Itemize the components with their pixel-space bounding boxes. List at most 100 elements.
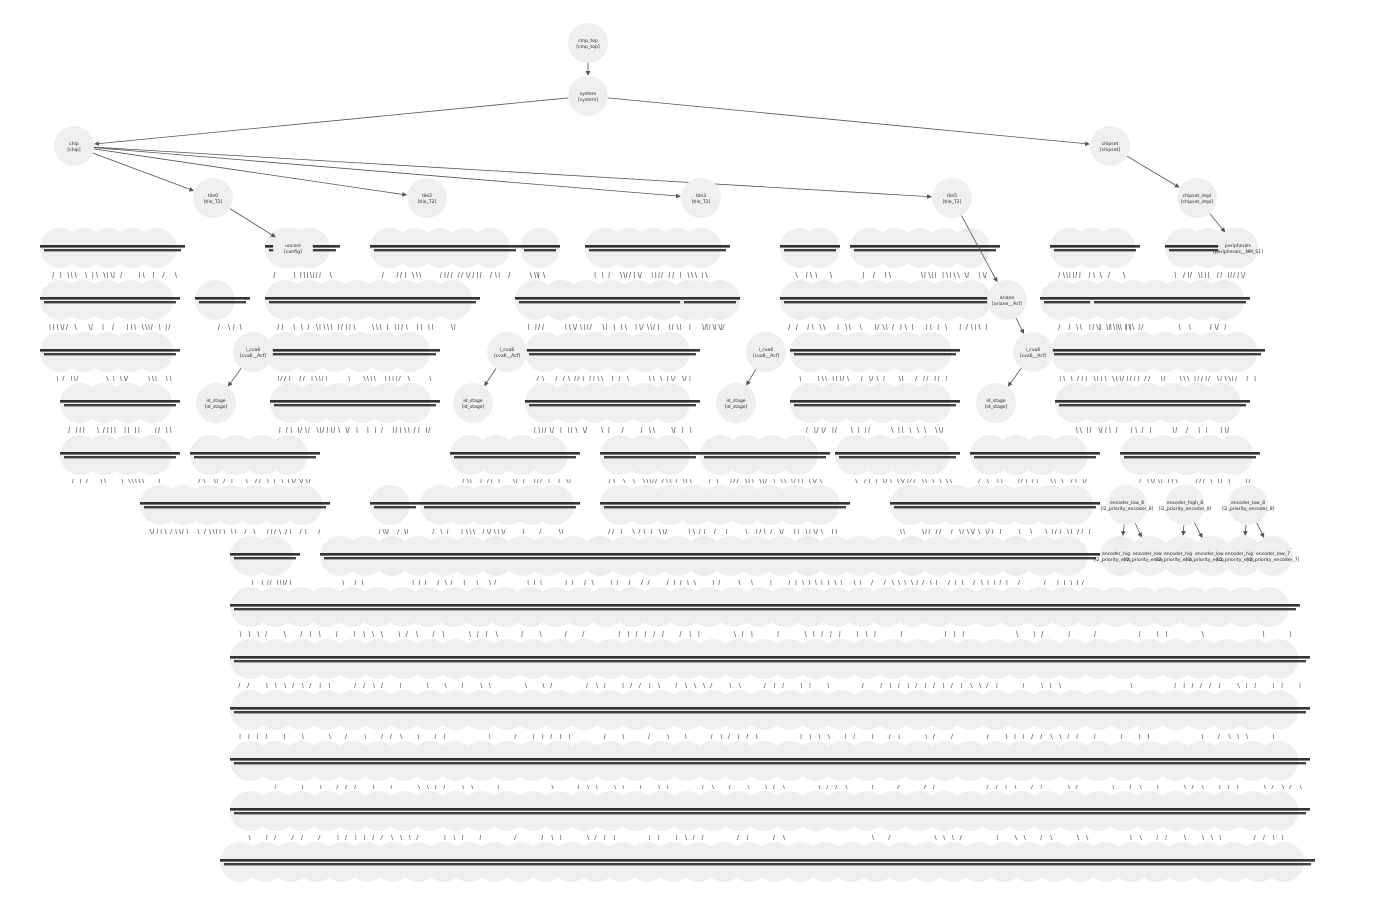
edge (863, 478, 867, 484)
node-enc_low8_b[interactable]: encoder_low_8[l2_priority_encoder_8] (1222, 485, 1275, 525)
edge (946, 478, 948, 484)
edge (182, 528, 184, 535)
edge (444, 579, 448, 586)
node-name: tile2 (422, 193, 432, 199)
edge (626, 375, 629, 382)
edge (595, 784, 598, 790)
node-enc_low8_a[interactable]: encoder_low_8[l2_priority_encoder_8] (1101, 485, 1154, 525)
node-chip[interactable]: chip[chip] (54, 126, 94, 166)
node-circle (716, 383, 756, 423)
edge (898, 579, 900, 586)
edge (257, 630, 260, 638)
node-id_stage2[interactable]: id_stage[id_stage] (453, 383, 493, 423)
edge (152, 528, 155, 535)
node-type: [l2_priority_encoder_7] (1217, 557, 1270, 563)
node-chipset_impl[interactable]: chipset_impl[chipset_impl] (1177, 178, 1217, 218)
overlapping-labels (230, 808, 1310, 811)
overlapping-labels (794, 404, 956, 407)
node-cva6_0[interactable]: i_cva6[cva6__Acf] (233, 332, 273, 372)
edge (1023, 834, 1026, 841)
edge (1093, 630, 1097, 638)
edge (106, 271, 109, 279)
node-tile2[interactable]: tile2[tile_T2] (407, 178, 447, 218)
edge (536, 271, 539, 279)
edge (434, 733, 437, 740)
edge (223, 478, 226, 484)
overlapping-labels (324, 557, 1096, 560)
overlapping-labels (44, 249, 181, 252)
edge (476, 579, 479, 586)
node-chipset[interactable]: chipset[chipset] (1090, 126, 1130, 166)
edge (152, 375, 154, 382)
edge (1030, 784, 1034, 790)
edge (1063, 375, 1065, 382)
edge (900, 630, 903, 638)
edge (666, 478, 668, 484)
edge (1187, 375, 1190, 382)
node-peripherals[interactable]: peripherals[peripherals__NM_S1] (1213, 228, 1263, 268)
edge (1129, 375, 1132, 382)
edge (381, 271, 384, 279)
node (520, 228, 560, 268)
node (1249, 587, 1290, 627)
node-enc_high7_c[interactable]: encoder_high_7[l2_priority_encoder_7] (1217, 536, 1270, 576)
node-cva6_2[interactable]: i_cva6[cva6__Acf] (487, 332, 527, 372)
edge (630, 682, 633, 689)
node-ariane3[interactable]: ariane[ariane__Acf] (987, 280, 1027, 320)
edge (148, 375, 150, 382)
edge (1163, 375, 1166, 382)
node-system[interactable]: system[system] (568, 76, 608, 116)
edge (1070, 579, 1073, 586)
edge (1141, 426, 1144, 434)
node-tile3[interactable]: tile3[tile_T2] (681, 178, 721, 218)
edge (813, 528, 816, 535)
edge (1081, 528, 1083, 535)
edge (658, 528, 662, 535)
overlapping-labels (790, 349, 960, 352)
edge (501, 528, 504, 535)
edge (1271, 784, 1274, 790)
edge (1139, 834, 1142, 841)
node-id_stage0[interactable]: id_stage[id_stage] (196, 383, 236, 423)
edge (675, 682, 677, 689)
edge (234, 528, 237, 535)
edge (552, 426, 554, 434)
edge (1160, 375, 1163, 382)
edge (931, 271, 934, 279)
edge (845, 784, 848, 790)
edge (1058, 323, 1061, 331)
node-cva6_5[interactable]: i_cva6[cva6__Acf] (1013, 332, 1053, 372)
edge (381, 733, 383, 740)
edge (56, 375, 59, 382)
node-enc_high8[interactable]: encoder_high_8[l2_priority_encoder_8] (1159, 485, 1212, 525)
node-circle (453, 383, 493, 423)
edge (538, 426, 541, 434)
node-cva6_3[interactable]: i_cva6[cva6__Acf] (746, 332, 786, 372)
node-uncore0[interactable]: uncore[config] (273, 228, 313, 268)
edge (274, 784, 276, 790)
edge (811, 323, 814, 331)
edge (595, 682, 598, 689)
edge (301, 834, 303, 841)
overlapping-labels (194, 456, 316, 459)
edge (665, 528, 667, 535)
edge (845, 323, 848, 331)
node-name: cmp_top (578, 38, 598, 44)
node-enc_low7_b[interactable]: encoder_low_7[l2_priority_encoder_7] (1186, 536, 1239, 576)
edge (1144, 375, 1147, 382)
edge (1044, 528, 1048, 535)
node-id_stage5[interactable]: id_stage[id_stage] (976, 383, 1016, 423)
node-id_stage3[interactable]: id_stage[id_stage] (716, 383, 756, 423)
node-type: [cmp_top] (576, 44, 600, 50)
edge (949, 478, 953, 484)
edge (1040, 784, 1043, 790)
node-tile0[interactable]: tile0[tile_T2] (193, 178, 233, 218)
node-enc_high7_a[interactable]: encoder_high_7[l2_priority_encoder_7] (1094, 536, 1147, 576)
node-cmp_top[interactable]: cmp_top[cmp_top] (568, 23, 608, 63)
node-enc_low7_c[interactable]: encoder_low_7[l2_priority_encoder_7] (1247, 536, 1300, 576)
node-enc_low7_a[interactable]: encoder_low_7[l2_priority_encoder_7] (1124, 536, 1177, 576)
node-enc_high7_b[interactable]: encoder_high_7[l2_priority_encoder_7] (1156, 536, 1209, 576)
node-tile5[interactable]: tile5[tile_T2] (932, 178, 972, 218)
edge (283, 630, 287, 638)
overlapping-labels (269, 353, 436, 356)
